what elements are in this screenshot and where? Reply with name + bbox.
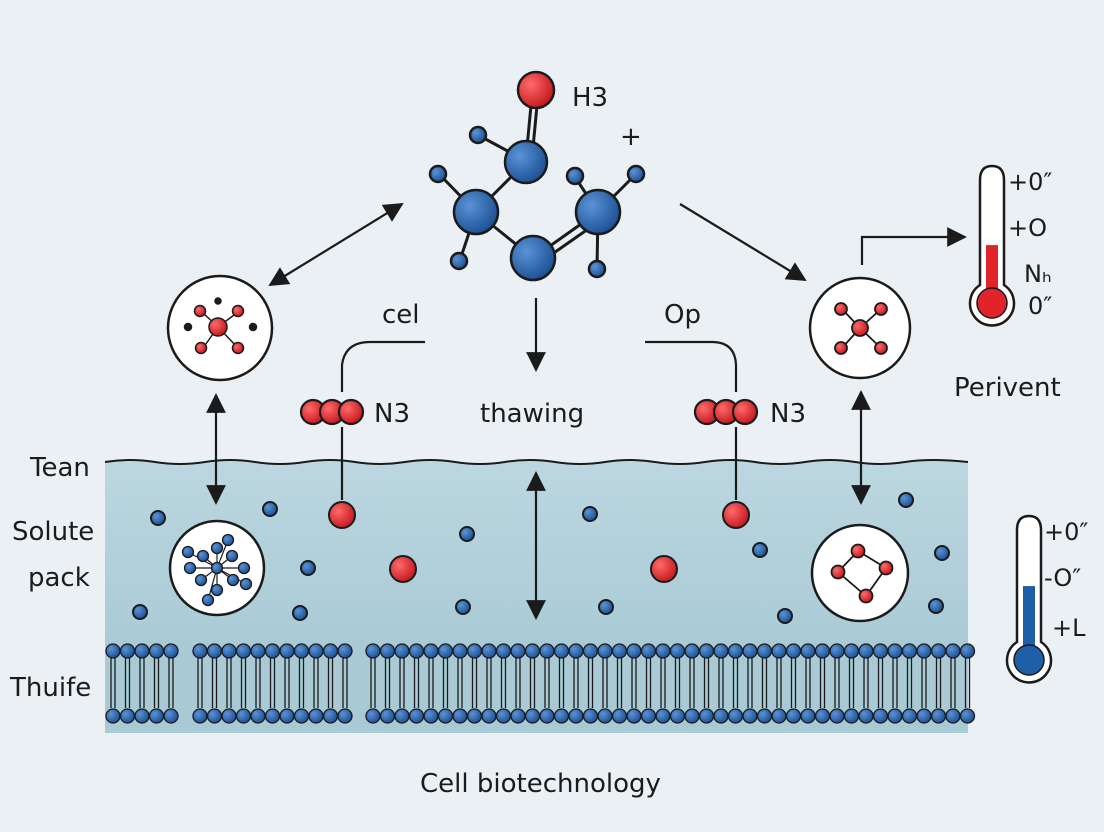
center-process-label: thawing xyxy=(480,399,584,429)
right-side-label: Perivent xyxy=(954,373,1061,403)
surface-label: Tean xyxy=(29,453,90,483)
cold-reading-3: +L xyxy=(1052,614,1086,642)
thermometer-cold: +0″ -O″ +L xyxy=(1005,514,1088,684)
right-bracket-label: Op xyxy=(664,300,701,330)
hot-reading-4: 0″ xyxy=(1028,292,1052,320)
cell-membrane xyxy=(105,643,976,733)
solute-label-line2: pack xyxy=(28,563,90,593)
cold-reading-1: +0″ xyxy=(1044,518,1088,546)
membrane-label: Thuife xyxy=(9,673,91,703)
thermometer-hot: +0″ +O Nₕ 0″ xyxy=(968,164,1052,327)
solute-label-line1: Solute xyxy=(12,517,94,547)
left-bottom-badge xyxy=(168,519,266,617)
hot-reading-1: +0″ xyxy=(1008,168,1052,196)
flow-arrows xyxy=(206,202,967,620)
top-sign-label: + xyxy=(620,122,642,152)
right-n3-chain xyxy=(693,398,759,426)
left-top-badge xyxy=(166,274,274,382)
dissolved-particles xyxy=(132,492,950,624)
left-bracket-label: cel xyxy=(382,300,420,330)
hot-reading-2: +O xyxy=(1008,214,1047,242)
right-bottom-badge xyxy=(810,523,910,623)
hot-reading-3: Nₕ xyxy=(1024,260,1052,288)
central-molecule-atoms xyxy=(428,70,646,282)
cold-reading-2: -O″ xyxy=(1044,564,1081,592)
diagram-caption: Cell biotechnology xyxy=(420,769,661,799)
left-n3-chain xyxy=(299,398,365,426)
right-top-badge xyxy=(808,276,912,380)
top-formula-label: H3 xyxy=(572,83,608,113)
left-chain-label: N3 xyxy=(374,399,410,429)
right-chain-label: N3 xyxy=(770,399,806,429)
